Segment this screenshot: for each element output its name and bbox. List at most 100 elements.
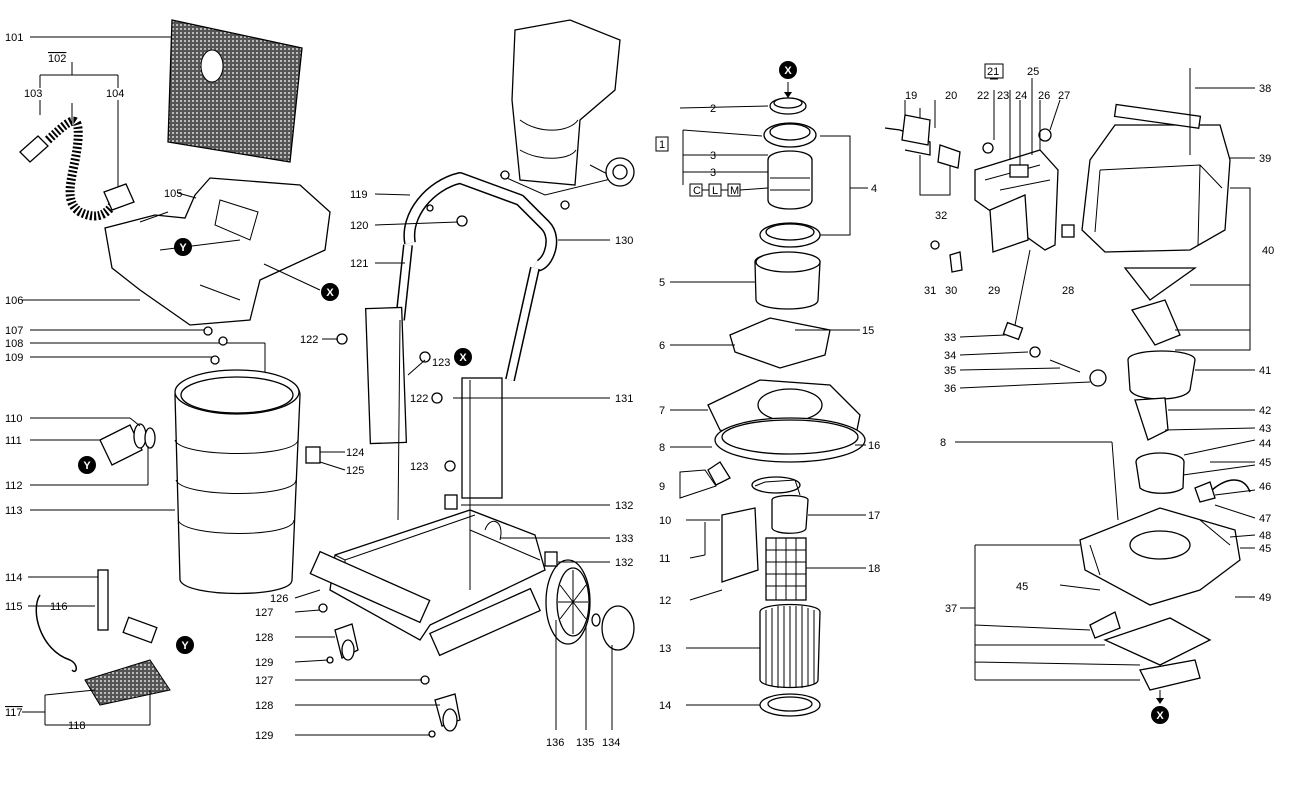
label-49: 49 — [1259, 592, 1271, 604]
label-127-a: 127 — [255, 607, 273, 619]
label-126: 126 — [270, 593, 288, 605]
label-120: 120 — [350, 220, 368, 232]
label-41: 41 — [1259, 365, 1271, 377]
marker-x-4-text: X — [1156, 710, 1164, 722]
head-section — [884, 63, 1256, 704]
filter-bag-drawing — [167, 19, 303, 163]
label-26: 26 — [1038, 90, 1050, 102]
label-30: 30 — [945, 285, 957, 297]
label-23: 23 — [997, 90, 1009, 102]
label-101: 101 — [5, 32, 23, 44]
filter-stack-section — [655, 82, 868, 717]
marker-x-2-text: X — [459, 352, 467, 364]
motor-drawing — [767, 150, 813, 210]
label-128-b: 128 — [255, 700, 273, 712]
label-29: 29 — [988, 285, 1000, 297]
label-10: 10 — [659, 515, 671, 527]
label-116: 116 — [50, 601, 68, 613]
label-8-a: 8 — [659, 442, 665, 454]
hose-drawing — [44, 116, 123, 221]
label-33: 33 — [944, 332, 956, 344]
label-38: 38 — [1259, 83, 1271, 95]
label-109: 109 — [5, 352, 23, 364]
label-35: 35 — [944, 365, 956, 377]
label-114: 114 — [5, 572, 23, 584]
label-124: 124 — [346, 447, 364, 459]
cable-drawing — [35, 594, 77, 672]
marker-y-2 — [78, 456, 96, 474]
label-20: 20 — [945, 90, 957, 102]
label-43: 43 — [1259, 423, 1271, 435]
label-132-a: 132 — [615, 500, 633, 512]
label-47: 47 — [1259, 513, 1271, 525]
label-127-b: 127 — [255, 675, 273, 687]
label-104: 104 — [106, 88, 124, 100]
label-21: 21 — [987, 66, 999, 78]
hose-end-drawing — [19, 135, 49, 163]
head-cover-drawing — [1081, 124, 1231, 253]
assembled-vacuum-drawing — [511, 19, 621, 186]
cart-right-rail-drawing — [461, 377, 503, 499]
label-12: 12 — [659, 595, 671, 607]
label-14: 14 — [659, 700, 671, 712]
label-24: 24 — [1015, 90, 1027, 102]
label-45-a: 45 — [1259, 457, 1271, 469]
label-112: 112 — [5, 480, 23, 492]
label-134: 134 — [602, 737, 620, 749]
label-18: 18 — [868, 563, 880, 575]
label-129-b: 129 — [255, 730, 273, 742]
label-117: 117 — [5, 707, 23, 719]
part-labels: 101 102 103 104 105 106 107 108 109 110 … — [5, 32, 1274, 749]
marker-x-4 — [1151, 706, 1169, 724]
label-44: 44 — [1259, 438, 1271, 450]
label-128-a: 128 — [255, 632, 273, 644]
label-122-b: 122 — [410, 393, 428, 405]
label-103: 103 — [24, 88, 42, 100]
label-42: 42 — [1259, 405, 1271, 417]
label-27: 27 — [1058, 90, 1070, 102]
marker-y-1 — [174, 238, 192, 256]
label-4: 4 — [871, 183, 877, 195]
label-32: 32 — [935, 210, 947, 222]
label-113: 113 — [5, 505, 23, 517]
label-111: 111 — [5, 435, 22, 447]
label-132-b: 132 — [615, 557, 633, 569]
label-122-a: 122 — [300, 334, 318, 346]
label-2: 2 — [710, 103, 716, 115]
marker-x-2 — [454, 348, 472, 366]
label-m: M — [730, 185, 739, 197]
cart-section — [294, 19, 635, 738]
label-l: L — [712, 185, 718, 197]
label-11: 11 — [659, 553, 670, 565]
label-5: 5 — [659, 277, 665, 289]
label-7: 7 — [659, 405, 665, 417]
label-1: 1 — [659, 139, 665, 151]
label-107: 107 — [5, 325, 23, 337]
marker-y-1-text: Y — [179, 242, 187, 254]
reference-markers: Y X X Y Y X X — [78, 61, 1169, 724]
hose-cuff-drawing — [103, 183, 135, 211]
label-118: 118 — [68, 720, 86, 732]
marker-y-2-text: Y — [83, 460, 91, 472]
left-section — [19, 19, 331, 726]
label-15: 15 — [862, 325, 874, 337]
label-105: 105 — [164, 188, 182, 200]
label-8-b: 8 — [940, 437, 946, 449]
bag-opening-drawing — [200, 49, 224, 83]
label-9: 9 — [659, 481, 665, 493]
label-121: 121 — [350, 258, 368, 270]
label-131: 131 — [615, 393, 633, 405]
label-22: 22 — [977, 90, 989, 102]
label-115: 115 — [5, 601, 23, 613]
label-102: 102 — [48, 53, 66, 65]
marker-x-3 — [779, 61, 797, 79]
label-136: 136 — [546, 737, 564, 749]
inlet-drawing — [99, 424, 143, 466]
label-19: 19 — [905, 90, 917, 102]
label-3-a: 3 — [710, 150, 716, 162]
label-34: 34 — [944, 350, 956, 362]
label-45-b: 45 — [1259, 543, 1271, 555]
label-25: 25 — [1027, 66, 1039, 78]
label-108: 108 — [5, 338, 23, 350]
label-13: 13 — [659, 643, 671, 655]
